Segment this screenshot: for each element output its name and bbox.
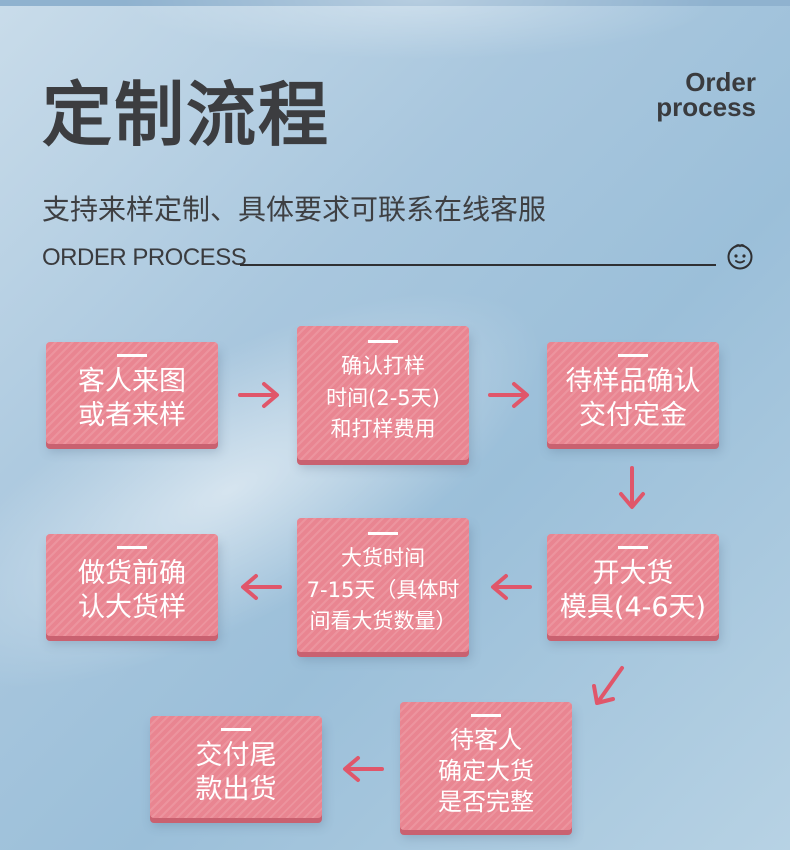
page-title: 定制流程: [42, 74, 330, 156]
english-title-line2: process: [656, 91, 756, 122]
step-3-line2: 交付定金: [579, 399, 687, 431]
section-divider: [240, 264, 716, 266]
step-8-line2: 款出货: [195, 773, 277, 805]
step-2-line2: 时间(2-5天): [326, 385, 440, 410]
step-card-4: 开大货 模具(4-6天): [547, 534, 719, 636]
card-dash: [471, 713, 501, 717]
background-glow: [0, 210, 601, 770]
english-title-line1: Order: [685, 67, 756, 97]
card-dash: [117, 545, 147, 549]
step-card-7: 待客人 确定大货 是否完整: [400, 702, 572, 830]
card-dash: [221, 727, 251, 731]
subtitle: 支持来样定制、具体要求可联系在线客服: [42, 193, 547, 226]
step-1-line1: 客人来图: [78, 365, 186, 397]
card-dash: [618, 353, 648, 357]
step-5-line1: 大货时间: [340, 546, 425, 571]
card-dash: [117, 353, 147, 357]
step-card-6: 做货前确 认大货样: [46, 534, 218, 636]
arrow-left-icon: [491, 574, 532, 600]
step-6-line2: 认大货样: [78, 591, 186, 623]
section-label: ORDER PROCESS: [42, 244, 247, 271]
step-4-line2: 模具(4-6天): [559, 591, 707, 623]
background-glow-top: [120, 0, 720, 60]
step-1-line2: 或者来样: [78, 399, 186, 431]
step-7-line1: 待客人: [450, 725, 522, 754]
top-bar: [0, 0, 790, 6]
step-7-line3: 是否完整: [438, 788, 534, 817]
step-5-line3: 间看大货数量）: [309, 609, 457, 634]
step-8-line1: 交付尾: [195, 739, 277, 771]
arrow-left-icon: [241, 574, 282, 600]
step-card-8: 交付尾 款出货: [150, 716, 322, 818]
arrow-right-icon: [488, 382, 529, 408]
step-3-line1: 待样品确认: [565, 365, 701, 397]
step-4-line1: 开大货: [592, 557, 674, 589]
arrow-down-left-icon: [592, 666, 624, 705]
step-card-1: 客人来图 或者来样: [46, 342, 218, 444]
baby-face-icon: [727, 244, 753, 270]
step-7-line2: 确定大货: [438, 756, 534, 785]
step-card-3: 待样品确认 交付定金: [547, 342, 719, 444]
step-card-5: 大货时间 7-15天（具体时 间看大货数量）: [297, 518, 469, 652]
step-6-line1: 做货前确: [78, 557, 186, 589]
step-5-line2: 7-15天（具体时: [306, 577, 460, 602]
english-title: Order process: [656, 67, 756, 122]
arrow-down-icon: [619, 466, 645, 509]
card-dash: [618, 545, 648, 549]
arrow-right-icon: [238, 382, 279, 408]
step-2-line1: 确认打样: [341, 354, 425, 379]
card-dash: [368, 532, 398, 536]
step-2-line3: 和打样费用: [330, 417, 436, 442]
step-card-2: 确认打样 时间(2-5天) 和打样费用: [297, 326, 469, 460]
card-dash: [368, 340, 398, 344]
arrow-left-icon: [343, 756, 384, 782]
